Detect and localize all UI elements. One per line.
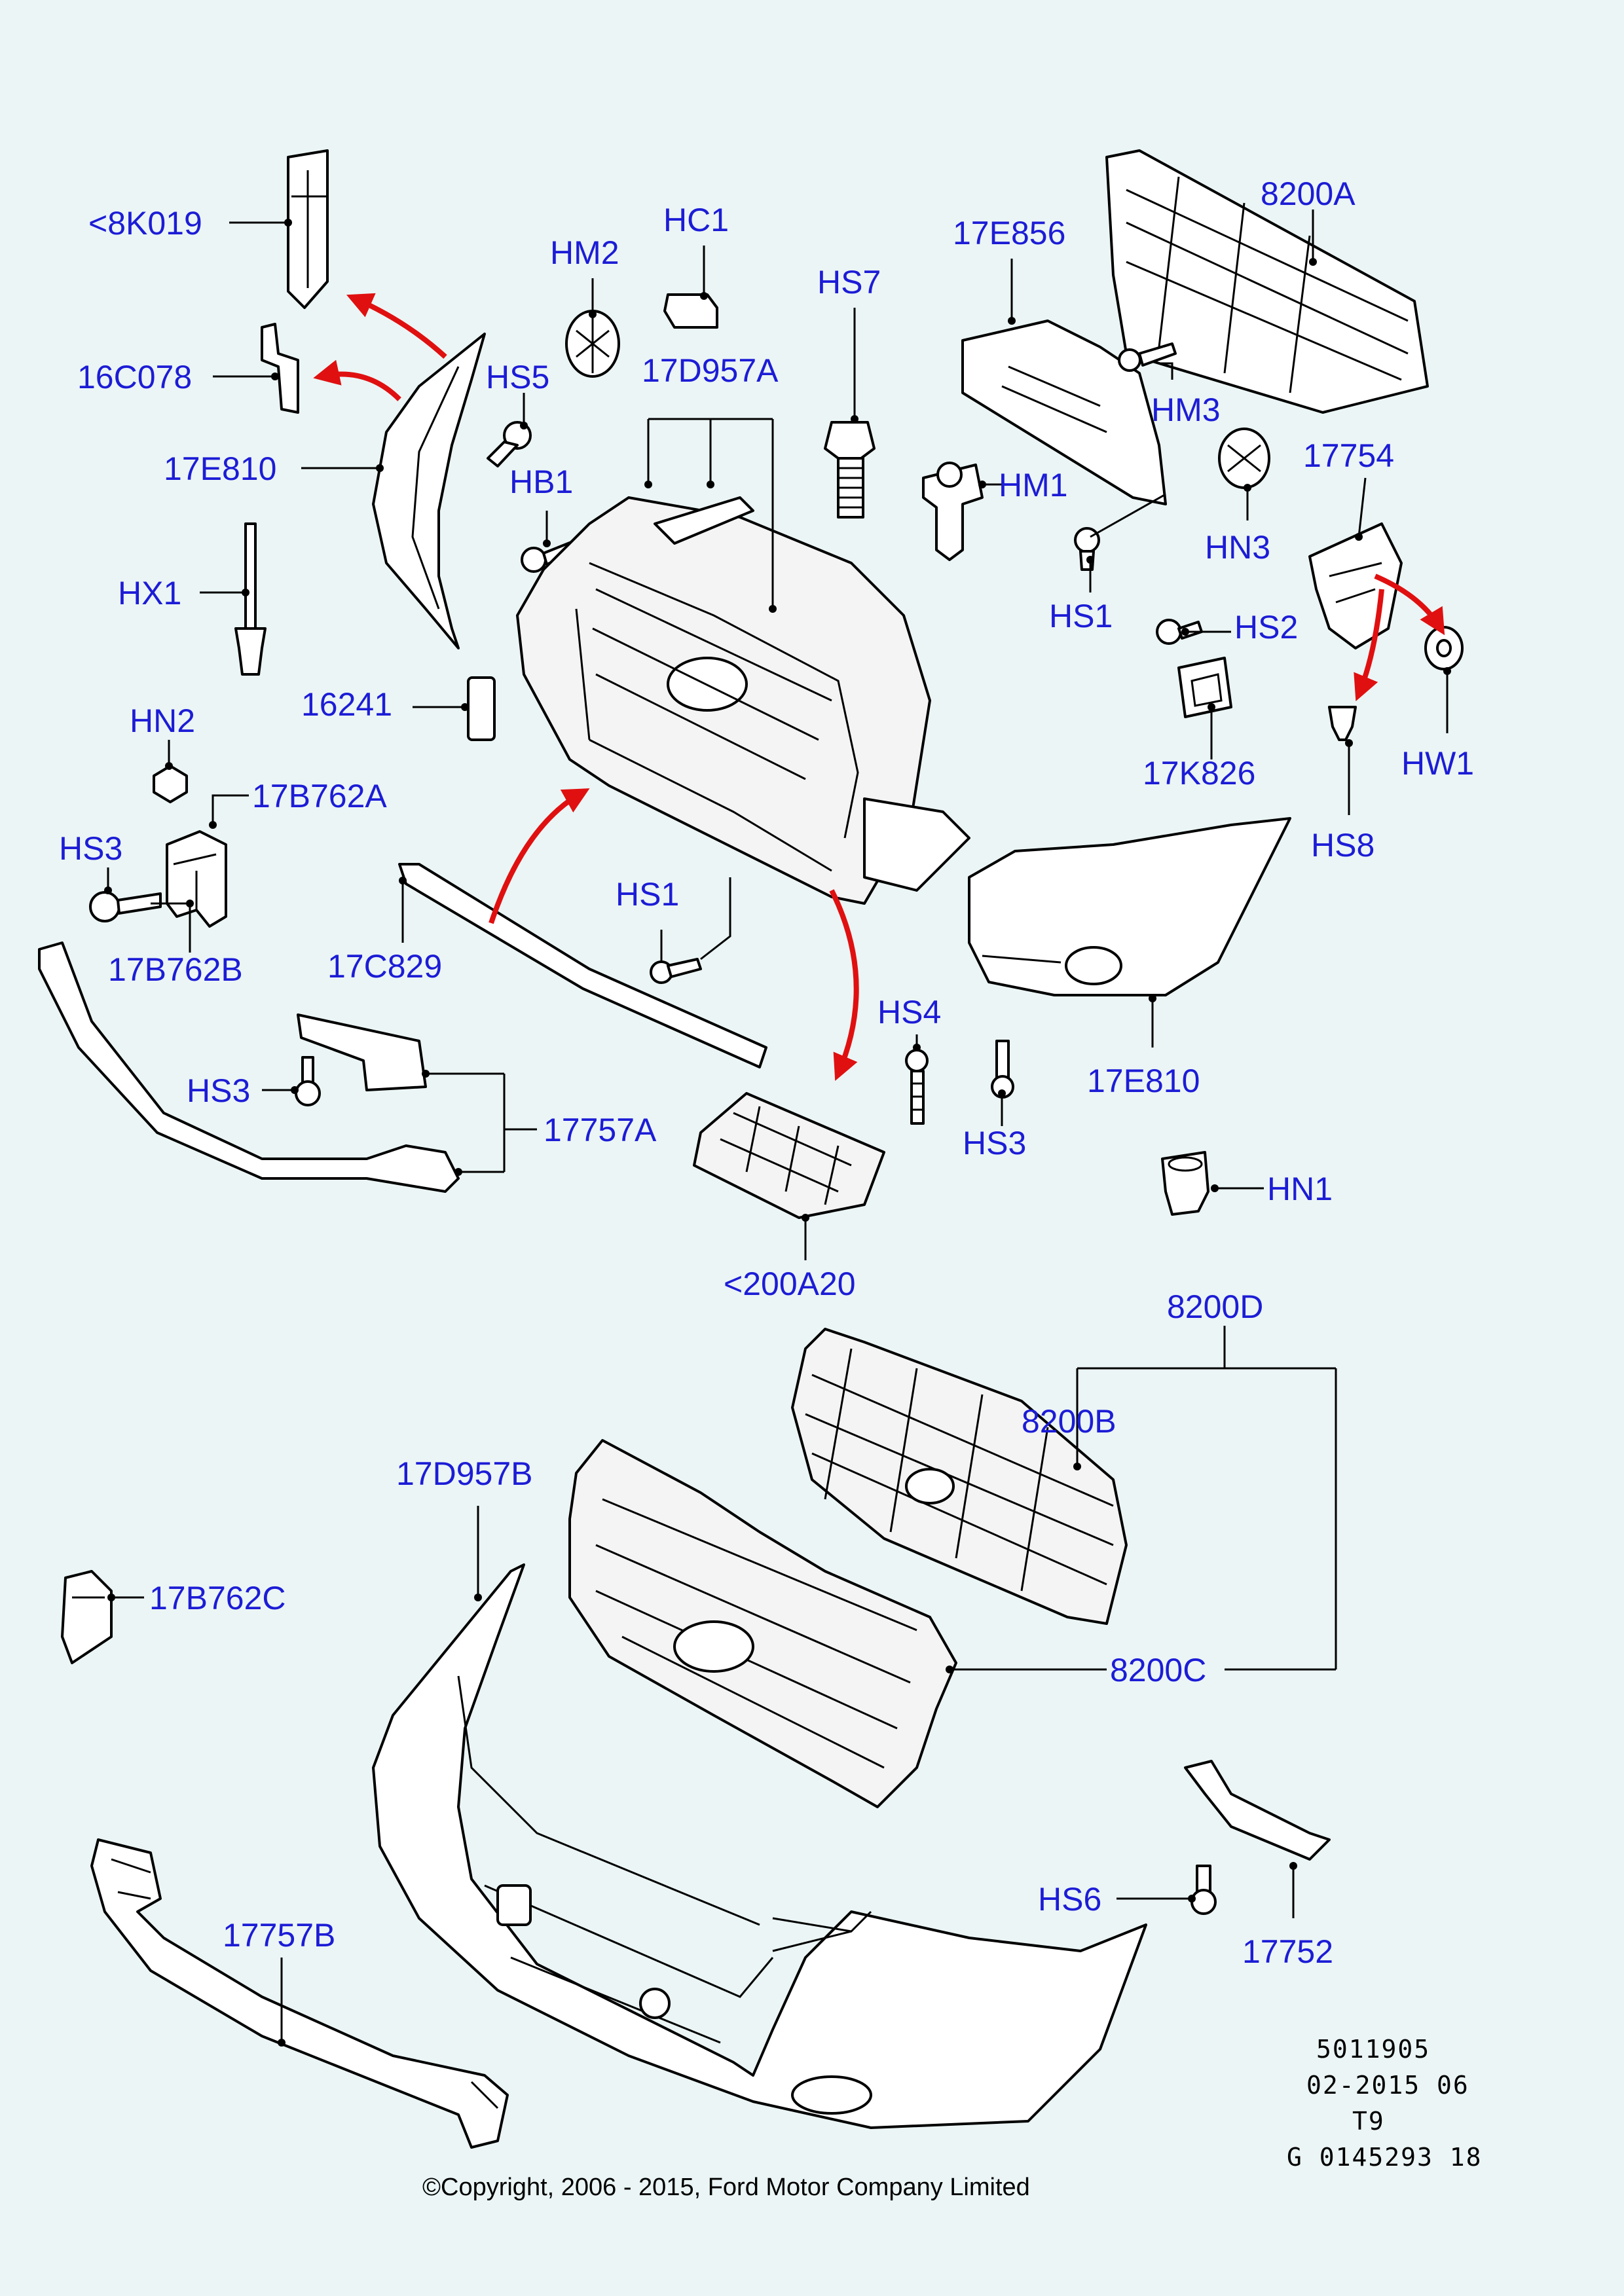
part-hx1-rivet[interactable] xyxy=(234,522,267,676)
label-17757b[interactable]: 17757B xyxy=(223,1917,335,1954)
label-8k019[interactable]: <8K019 xyxy=(88,205,202,242)
label-hs3-left[interactable]: HS3 xyxy=(59,830,122,867)
part-200a20-panel[interactable] xyxy=(693,1092,885,1219)
copyright: ©Copyright, 2006 - 2015, Ford Motor Comp… xyxy=(422,2174,1030,2201)
label-8200a[interactable]: 8200A xyxy=(1261,175,1356,212)
label-16c078[interactable]: 16C078 xyxy=(77,359,192,395)
label-17d957b[interactable]: 17D957B xyxy=(396,1455,533,1492)
part-hs6-screw[interactable] xyxy=(1190,1865,1217,1915)
part-hs7-bolt[interactable] xyxy=(824,421,876,519)
part-17b762c[interactable] xyxy=(61,1570,113,1664)
label-hs3-mid[interactable]: HS3 xyxy=(963,1125,1026,1161)
label-17e856[interactable]: 17E856 xyxy=(953,215,1065,251)
part-17e856[interactable] xyxy=(961,319,1167,505)
part-grille-side[interactable] xyxy=(863,797,970,892)
part-hs3-bracket-screw[interactable] xyxy=(295,1056,321,1106)
part-hs1-screw-mid[interactable] xyxy=(650,958,702,984)
part-hs4-screw[interactable] xyxy=(905,1049,929,1125)
part-16c078[interactable] xyxy=(261,323,299,414)
label-hs3-bracket[interactable]: HS3 xyxy=(187,1072,250,1109)
part-hn2-nut[interactable] xyxy=(153,765,188,803)
label-hx1[interactable]: HX1 xyxy=(118,575,181,611)
part-hm2-clip[interactable] xyxy=(565,310,620,378)
part-hs8-pin[interactable] xyxy=(1328,706,1357,741)
part-hn3-clip[interactable] xyxy=(1218,428,1270,489)
footer-code-1: 5011905 xyxy=(1316,2035,1430,2064)
label-17k826[interactable]: 17K826 xyxy=(1143,755,1255,792)
label-17e810-bottom[interactable]: 17E810 xyxy=(1087,1063,1200,1099)
label-17b762b[interactable]: 17B762B xyxy=(108,951,243,988)
label-8200b[interactable]: 8200B xyxy=(1022,1403,1116,1440)
label-hs2[interactable]: HS2 xyxy=(1234,609,1298,646)
part-17d957a-grille[interactable] xyxy=(516,496,931,905)
leader-lines xyxy=(104,210,1451,2047)
label-hm2[interactable]: HM2 xyxy=(550,234,619,271)
footer-code-4: G 0145293 18 xyxy=(1287,2143,1483,2172)
label-hc1[interactable]: HC1 xyxy=(663,202,729,238)
part-17c829-strip[interactable] xyxy=(398,863,767,1068)
part-17e810-bumper-corner[interactable] xyxy=(968,817,1291,996)
footer: 5011905 02-2015 06 T9 G 0145293 18 ©Copy… xyxy=(422,2035,1483,2201)
part-hm1-clip[interactable] xyxy=(922,462,984,561)
part-17757a-bracket[interactable] xyxy=(297,1013,427,1091)
part-hs3-screw-mid[interactable] xyxy=(991,1040,1014,1099)
footer-code-2: 02-2015 06 xyxy=(1306,2071,1469,2100)
part-17757b-brace[interactable] xyxy=(90,1838,509,2149)
part-8200b-mesh[interactable] xyxy=(791,1328,1128,1625)
label-17e810-top[interactable]: 17E810 xyxy=(164,450,276,487)
label-17c829[interactable]: 17C829 xyxy=(327,948,442,985)
label-17b762a[interactable]: 17B762A xyxy=(252,778,387,814)
part-17754[interactable] xyxy=(1308,522,1403,649)
label-17754[interactable]: 17754 xyxy=(1303,437,1394,474)
label-hb1[interactable]: HB1 xyxy=(509,464,573,500)
part-hc1-clip[interactable] xyxy=(663,293,718,329)
label-hs5[interactable]: HS5 xyxy=(486,359,549,395)
label-17d957a[interactable]: 17D957A xyxy=(642,352,779,389)
label-hs1-mid[interactable]: HS1 xyxy=(616,876,679,913)
label-hs6[interactable]: HS6 xyxy=(1038,1881,1101,1918)
part-labels: <8K019 16C078 17E810 HX1 HM2 HC1 HS5 17D… xyxy=(59,175,1474,1970)
label-200a20[interactable]: <200A20 xyxy=(724,1266,856,1302)
part-16241[interactable] xyxy=(467,676,496,741)
footer-code-3: T9 xyxy=(1352,2107,1385,2136)
label-hm3[interactable]: HM3 xyxy=(1151,392,1221,428)
label-hn2[interactable]: HN2 xyxy=(130,702,195,739)
label-17757a[interactable]: 17757A xyxy=(544,1112,657,1148)
label-hs8[interactable]: HS8 xyxy=(1311,827,1375,864)
label-8200c[interactable]: 8200C xyxy=(1110,1652,1206,1688)
label-hs7[interactable]: HS7 xyxy=(817,264,881,301)
label-hs1-top[interactable]: HS1 xyxy=(1049,598,1113,634)
label-hs4[interactable]: HS4 xyxy=(877,994,941,1030)
part-8200c-grille[interactable] xyxy=(568,1439,957,1808)
part-hm3-screw[interactable] xyxy=(1118,342,1177,372)
part-17757a-brace[interactable] xyxy=(38,941,460,1193)
label-17b762c[interactable]: 17B762C xyxy=(149,1580,286,1616)
part-17b762-bracket[interactable] xyxy=(166,830,227,928)
part-17k826-clip[interactable] xyxy=(1177,657,1232,718)
label-hw1[interactable]: HW1 xyxy=(1401,745,1474,782)
part-8k019[interactable] xyxy=(287,149,329,309)
label-8200d[interactable]: 8200D xyxy=(1167,1288,1263,1325)
label-17752[interactable]: 17752 xyxy=(1242,1933,1333,1970)
label-16241[interactable]: 16241 xyxy=(301,686,392,723)
part-hs3-bolt-left[interactable] xyxy=(89,891,162,922)
part-17e810-wheelarch[interactable] xyxy=(372,333,486,649)
part-hw1-washer[interactable] xyxy=(1424,626,1464,670)
label-hn1[interactable]: HN1 xyxy=(1267,1171,1333,1207)
part-hn1-clip[interactable] xyxy=(1161,1151,1209,1216)
label-hn3[interactable]: HN3 xyxy=(1205,529,1270,566)
part-17d957a-plate[interactable] xyxy=(654,496,754,545)
part-8200a[interactable] xyxy=(1105,149,1429,414)
red-arrows xyxy=(313,293,1445,1082)
part-17752-bracket[interactable] xyxy=(1184,1760,1331,1861)
label-hm1[interactable]: HM1 xyxy=(999,467,1068,503)
part-17d957b-bumper[interactable] xyxy=(372,1563,1147,2129)
